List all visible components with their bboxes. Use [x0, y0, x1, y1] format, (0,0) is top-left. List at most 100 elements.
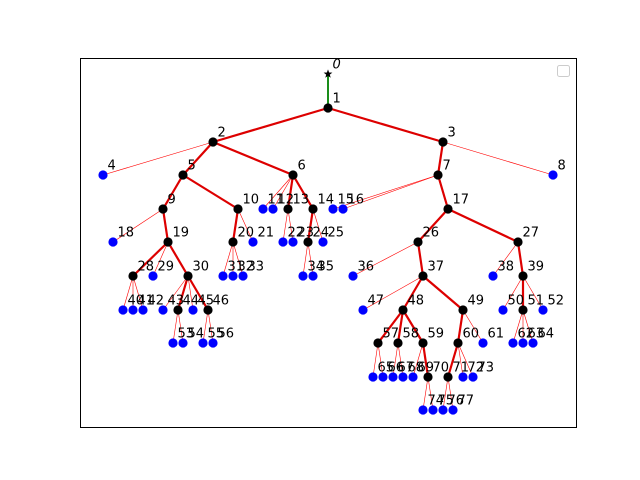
leaf-node-45 [188, 305, 198, 315]
node-label-72: 72 [468, 361, 485, 376]
edge-6-12 [272, 174, 294, 210]
leaf-node-63 [518, 338, 528, 348]
leaf-node-68 [398, 372, 408, 382]
leaf-node-8 [548, 170, 558, 180]
node-label-70: 70 [433, 361, 450, 376]
node-label-19: 19 [173, 226, 190, 241]
edge-37-48 [402, 275, 424, 311]
leaf-node-43 [158, 305, 168, 315]
node-label-63: 63 [528, 327, 545, 342]
node-label-10: 10 [243, 193, 260, 208]
node-label-59: 59 [428, 327, 445, 342]
internal-node-44 [173, 305, 183, 315]
edge-39-50 [502, 275, 524, 311]
node-label-8: 8 [558, 159, 566, 174]
node-label-18: 18 [118, 226, 135, 241]
internal-node-58 [393, 338, 403, 348]
node-label-13: 13 [293, 193, 310, 208]
edge-9-18 [112, 208, 164, 243]
internal-node-26 [413, 237, 423, 247]
node-label-64: 64 [538, 327, 555, 342]
edge-60-71 [446, 342, 460, 378]
node-label-39: 39 [528, 260, 545, 275]
edge-60-73 [457, 342, 474, 378]
node-label-9: 9 [168, 193, 176, 208]
edge-49-60 [456, 309, 465, 344]
edge-28-42 [132, 275, 144, 311]
edge-48-58 [396, 309, 405, 344]
internal-node-1 [323, 103, 333, 113]
edge-3-8 [442, 141, 554, 176]
edge-37-49 [422, 275, 464, 311]
node-label-21: 21 [258, 226, 275, 241]
edge-44-54 [177, 309, 184, 344]
node-label-61: 61 [488, 327, 505, 342]
legend-box [557, 65, 570, 77]
node-label-7: 7 [443, 159, 451, 174]
internal-node-46 [203, 305, 213, 315]
leaf-node-32 [228, 271, 238, 281]
edge-60-72 [457, 342, 464, 378]
edge-30-44 [176, 275, 190, 311]
leaf-node-66 [378, 372, 388, 382]
leaf-node-64 [528, 338, 538, 348]
internal-node-3 [438, 137, 448, 147]
node-label-24: 24 [313, 226, 330, 241]
edge-17-26 [417, 208, 449, 243]
leaf-node-76 [438, 405, 448, 415]
internal-node-49 [458, 305, 468, 315]
node-label-68: 68 [408, 361, 425, 376]
node-label-50: 50 [508, 294, 525, 309]
edge-57-66 [377, 342, 384, 378]
edge-57-65 [372, 342, 379, 378]
edge-30-45 [187, 275, 194, 311]
leaf-node-25 [318, 237, 328, 247]
leaf-node-62 [508, 338, 518, 348]
node-label-73: 73 [478, 361, 495, 376]
node-label-71: 71 [453, 361, 470, 376]
internal-node-9 [158, 204, 168, 214]
node-label-45: 45 [198, 294, 215, 309]
edge-30-43 [162, 275, 189, 311]
edge-71-76 [442, 376, 449, 411]
edge-70-75 [427, 376, 434, 411]
node-label-20: 20 [238, 226, 255, 241]
leaf-node-54 [178, 338, 188, 348]
edge-13-22 [282, 208, 289, 243]
edge-59-69 [412, 342, 424, 378]
internal-node-71 [443, 372, 453, 382]
node-label-55: 55 [208, 327, 225, 342]
edge-24-35 [307, 241, 314, 277]
node-label-29: 29 [158, 260, 175, 275]
edge-58-67 [392, 342, 399, 378]
leaf-node-56 [208, 338, 218, 348]
internal-node-39 [518, 271, 528, 281]
edge-51-64 [522, 309, 534, 344]
node-label-66: 66 [388, 361, 405, 376]
leaf-node-55 [198, 338, 208, 348]
edge-2-5 [182, 141, 214, 176]
edge-10-20 [231, 208, 240, 243]
internal-node-5 [178, 170, 188, 180]
edge-7-17 [436, 174, 450, 210]
node-label-12: 12 [278, 193, 295, 208]
edge-28-40 [122, 275, 134, 311]
leaf-node-22 [278, 237, 288, 247]
leaf-node-77 [448, 405, 458, 415]
node-label-32: 32 [238, 260, 255, 275]
edge-17-27 [447, 208, 519, 243]
internal-node-14 [308, 204, 318, 214]
edge-14-24 [306, 208, 315, 243]
node-label-53: 53 [178, 327, 195, 342]
leaf-node-35 [308, 271, 318, 281]
edge-51-62 [512, 309, 524, 344]
edge-20-31 [222, 241, 234, 277]
internal-node-57 [373, 338, 383, 348]
edge-26-36 [352, 241, 419, 277]
node-label-2: 2 [218, 126, 226, 141]
edge-7-16 [342, 174, 439, 210]
internal-node-30 [183, 271, 193, 281]
leaf-node-36 [348, 271, 358, 281]
node-label-30: 30 [193, 260, 210, 275]
edge-44-53 [172, 309, 179, 344]
